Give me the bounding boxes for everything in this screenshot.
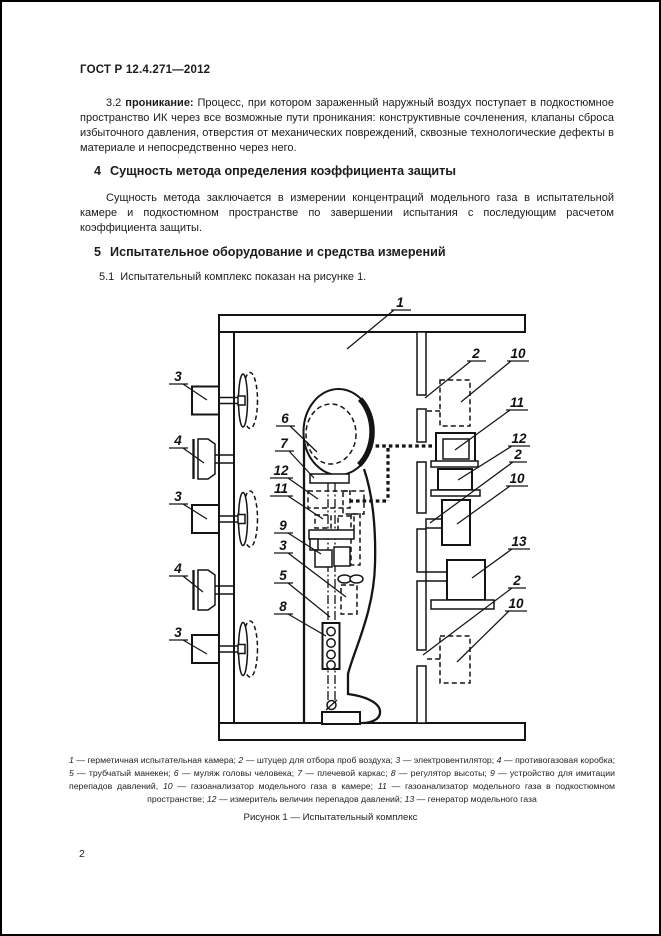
callout-fan-top: 3 [174, 369, 182, 384]
callout-fan-suit: 3 [279, 538, 287, 553]
callout-analyzer-chamber-upper: 10 [510, 346, 526, 361]
mannequin-suit [302, 388, 382, 725]
internal-fan-body [340, 584, 358, 615]
callout-lines [169, 309, 530, 663]
callout-port-upper: 2 [471, 346, 480, 361]
callout-mannequin-tube: 5 [279, 568, 287, 583]
callout-port-lower: 2 [512, 573, 521, 588]
legend-item-3: 3 — электровентилятор; [395, 755, 497, 765]
internal-fan-blade-left [337, 574, 352, 584]
pressure-imitation-device [314, 549, 333, 568]
legend-item-13: 13 — генератор модельного газа [404, 794, 537, 804]
callout-fan-bottom: 3 [174, 625, 182, 640]
callout-pressure-device: 9 [279, 518, 287, 533]
chamber-right-wall [416, 331, 427, 724]
figure-1-diagram: 1 3 4 3 4 3 6 7 12 11 9 3 5 8 2 10 11 12… [151, 288, 553, 752]
chamber-top-wall [218, 314, 526, 333]
model-gas-generator [446, 559, 486, 601]
callout-analyzer-suit-inner: 11 [274, 481, 288, 496]
standard-number-header: ГОСТ Р 12.4.271—2012 [80, 64, 211, 76]
para-3-2-number: 3.2 [106, 97, 122, 109]
callout-canister-upper: 4 [173, 433, 182, 448]
legend-item-2: 2 — штуцер для отбора проб воздуха; [238, 755, 396, 765]
callout-canister-lower: 4 [173, 561, 182, 576]
legend-item-7: 7 — плечевой каркас; [297, 768, 391, 778]
chamber-gas-analyzer-upper [439, 379, 471, 427]
foot-base [321, 711, 361, 725]
callout-chamber: 1 [396, 295, 404, 310]
electric-fan-top [191, 371, 259, 430]
sampling-line [347, 444, 436, 503]
callout-head-dummy: 6 [281, 411, 289, 426]
legend-item-1: 1 — герметичная испытательная камера; [69, 755, 239, 765]
figure-caption: Рисунок 1 — Испытательный комплекс [243, 812, 418, 823]
legend-item-10: 10 — газоанализатор модельного газа в ка… [162, 781, 378, 791]
legend-item-5: 5 — трубчатый манекен; [69, 768, 174, 778]
para-3-2-body: Процесс, при котором зараженный наружный… [80, 97, 614, 154]
figure-legend: 1 — герметичная испытательная камера; 2 … [69, 754, 615, 806]
para-4: Сущность метода заключается в измерении … [80, 192, 614, 234]
callout-pressure-meter-suit: 12 [273, 463, 289, 478]
height-regulator [321, 622, 341, 670]
suit-right-edge-and-boot [346, 468, 382, 725]
hood-shading [356, 397, 375, 467]
callout-numbers: 1 3 4 3 4 3 6 7 12 11 9 3 5 8 2 10 11 12… [173, 295, 527, 640]
right-instruments [425, 379, 495, 684]
legend-item-9: 9 — устройство для имитации перепадов да… [69, 768, 615, 791]
electric-fan-bottom [191, 620, 259, 678]
ankle-mark [325, 699, 338, 711]
callout-analyzer-chamber-middle: 10 [509, 471, 525, 486]
callout-fan-middle: 3 [174, 489, 182, 504]
gas-mask-canister-lower [192, 569, 235, 611]
internal-fan-blade-right [349, 574, 364, 584]
callout-height-regulator: 8 [279, 599, 287, 614]
callout-analyzer-chamber-lower: 10 [508, 596, 524, 611]
test-chamber-walls [218, 314, 526, 741]
gas-mask-canister-upper [192, 438, 235, 480]
callout-pressure-meter: 12 [511, 431, 527, 446]
head-dummy [305, 403, 357, 465]
callout-shoulder-frame: 7 [280, 436, 289, 451]
para-3-2-term: проникание: [125, 97, 194, 109]
callout-port-middle: 2 [513, 447, 522, 462]
legend-item-12: 12 — измеритель величин перепадов давлен… [206, 794, 405, 804]
chamber-gas-analyzer-lower [439, 635, 471, 684]
chamber-left-wall [218, 314, 235, 741]
legend-item-11: 11 — газоанализатор модельного газа в по… [147, 781, 615, 804]
suit-internal-sensors [307, 490, 365, 615]
electric-fan-middle [191, 490, 259, 548]
legend-item-8: 8 — регулятор высоты; [390, 768, 490, 778]
chamber-gas-analyzer-middle [441, 499, 471, 546]
shoulder-frame [309, 473, 350, 484]
legend-item-6: 6 — муляж головы человека; [173, 768, 298, 778]
page-number: 2 [79, 848, 85, 860]
legend-item-4: 4 — противогазовая коробка; [496, 755, 615, 765]
chamber-bottom-wall [218, 722, 526, 741]
callout-gas-generator: 13 [511, 534, 527, 549]
callout-analyzer-suit: 11 [510, 395, 524, 410]
pressure-difference-meter [437, 468, 473, 491]
